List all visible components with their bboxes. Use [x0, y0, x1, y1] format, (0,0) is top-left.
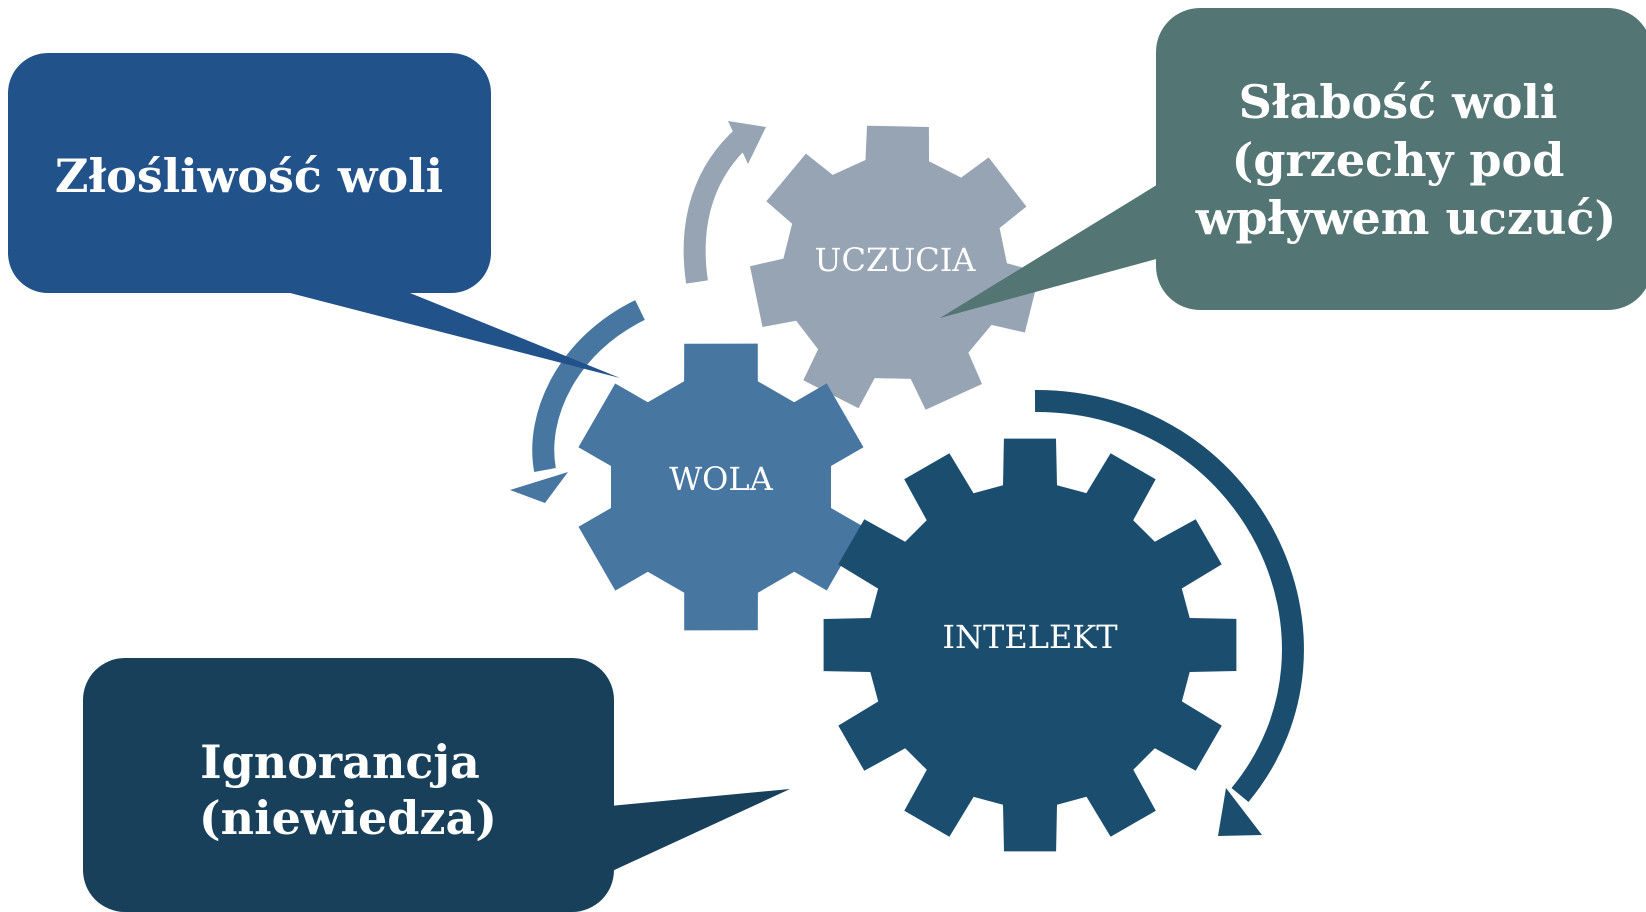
uczucia-arrow-head	[728, 121, 766, 164]
slabosc-callout-text: Słabość woli (grzechy pod wpływem uczuć)	[1195, 75, 1617, 245]
callout-slabosc: Słabość woli (grzechy pod wpływem uczuć)	[940, 8, 1646, 318]
wola-arrow-shaft	[532, 300, 645, 472]
uczucia-gear-label: UCZUCIA	[815, 241, 977, 279]
wola-cycle-arrow	[510, 300, 645, 503]
slabosc-callout-pointer	[940, 183, 1160, 318]
zlosliwosc-callout-box	[8, 53, 491, 293]
uczucia-cycle-arrow	[683, 121, 766, 284]
intelekt-arrow-shaft	[1034, 389, 1304, 802]
intelekt-cycle-arrow	[1034, 389, 1304, 836]
uczucia-arrow-shaft	[683, 126, 753, 284]
slabosc-callout-box	[1156, 8, 1646, 310]
ignorancja-line-2: (niewiedza)	[199, 791, 497, 845]
zlosliwosc-callout-text: Złośliwość woli	[55, 149, 443, 203]
slabosc-line-3: wpływem uczuć)	[1195, 191, 1617, 245]
zlosliwosc-callout-pointer	[290, 293, 620, 378]
intelekt-gear-shape	[823, 438, 1237, 852]
ignorancja-line-1: Ignorancja	[200, 735, 480, 789]
gear-intelekt: INTELEKT	[823, 438, 1237, 852]
callout-zlosliwosc: Złośliwość woli	[8, 53, 620, 378]
intelekt-arrow-head	[1218, 788, 1262, 836]
ignorancja-callout-box	[83, 658, 614, 912]
callout-ignorancja: Ignorancja (niewiedza)	[83, 658, 790, 912]
uczucia-gear-shape	[750, 125, 1040, 410]
slabosc-line-2: (grzechy pod	[1232, 133, 1565, 187]
intelekt-gear-label: INTELEKT	[942, 618, 1118, 656]
ignorancja-callout-text: Ignorancja (niewiedza)	[199, 735, 497, 845]
slabosc-line-1: Słabość woli	[1239, 75, 1558, 129]
zlosliwosc-line-1: Złośliwość woli	[55, 149, 443, 203]
ignorancja-callout-pointer	[610, 789, 790, 872]
gear-uczucia: UCZUCIA	[750, 125, 1040, 410]
gear-wola: WOLA	[578, 343, 864, 631]
wola-gear-label: WOLA	[669, 460, 773, 498]
wola-arrow-head	[510, 472, 568, 503]
wola-gear-shape	[578, 343, 864, 631]
